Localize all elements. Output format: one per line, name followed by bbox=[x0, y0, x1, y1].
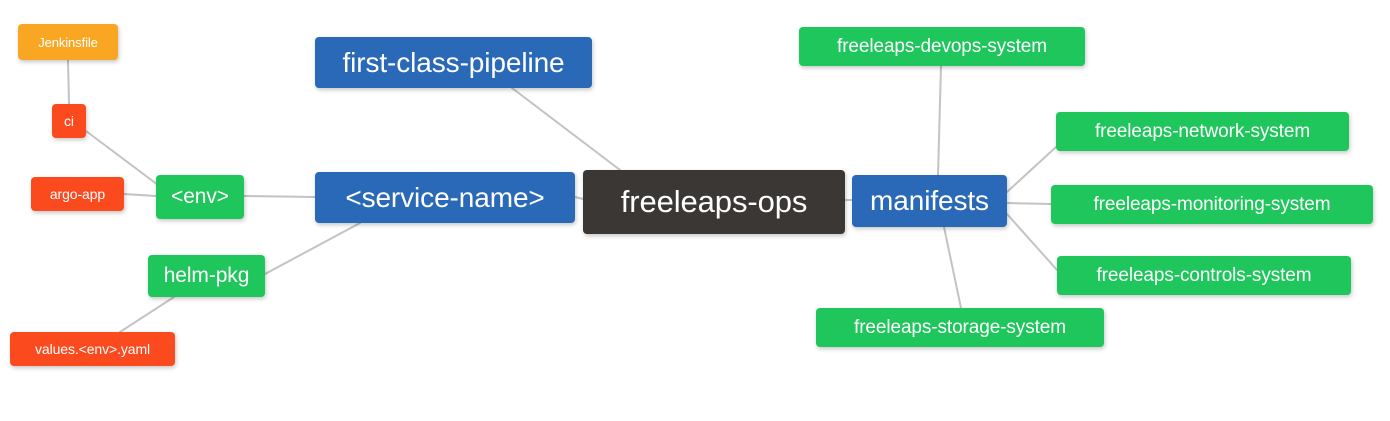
node-env[interactable]: <env> bbox=[156, 175, 244, 219]
node-devops-system[interactable]: freeleaps-devops-system bbox=[799, 27, 1085, 66]
edge-jenkinsfile-to-ci bbox=[67, 59, 70, 105]
node-network-system[interactable]: freeleaps-network-system bbox=[1056, 112, 1349, 151]
node-manifests[interactable]: manifests bbox=[852, 175, 1007, 227]
edge-argo-app-to-env bbox=[123, 193, 157, 197]
edge-env-to-service-name bbox=[243, 195, 316, 198]
node-helm-pkg[interactable]: helm-pkg bbox=[148, 255, 265, 297]
node-argo-app[interactable]: argo-app bbox=[31, 177, 124, 211]
node-monitoring-system[interactable]: freeleaps-monitoring-system bbox=[1051, 185, 1373, 224]
node-ci[interactable]: ci bbox=[52, 104, 86, 138]
node-jenkinsfile[interactable]: Jenkinsfile bbox=[18, 24, 118, 60]
edge-first-class-pipeline-to-freeleaps-ops bbox=[511, 87, 621, 171]
node-values-yaml[interactable]: values.<env>.yaml bbox=[10, 332, 175, 366]
edge-manifests-to-devops-system bbox=[937, 65, 942, 176]
edge-manifests-to-monitoring-system bbox=[1006, 202, 1052, 205]
edge-manifests-to-storage-system bbox=[943, 226, 962, 309]
edge-service-name-to-helm-pkg bbox=[264, 222, 361, 275]
edge-helm-pkg-to-values-yaml bbox=[119, 296, 175, 333]
node-freeleaps-ops[interactable]: freeleaps-ops bbox=[583, 170, 845, 234]
node-service-name[interactable]: <service-name> bbox=[315, 172, 575, 223]
node-controls-system[interactable]: freeleaps-controls-system bbox=[1057, 256, 1351, 295]
node-storage-system[interactable]: freeleaps-storage-system bbox=[816, 308, 1104, 347]
node-first-class-pipeline[interactable]: first-class-pipeline bbox=[315, 37, 592, 88]
edge-service-name-to-freeleaps-ops bbox=[574, 196, 584, 200]
edge-manifests-to-controls-system bbox=[1006, 213, 1058, 271]
edge-manifests-to-network-system bbox=[1006, 146, 1057, 193]
